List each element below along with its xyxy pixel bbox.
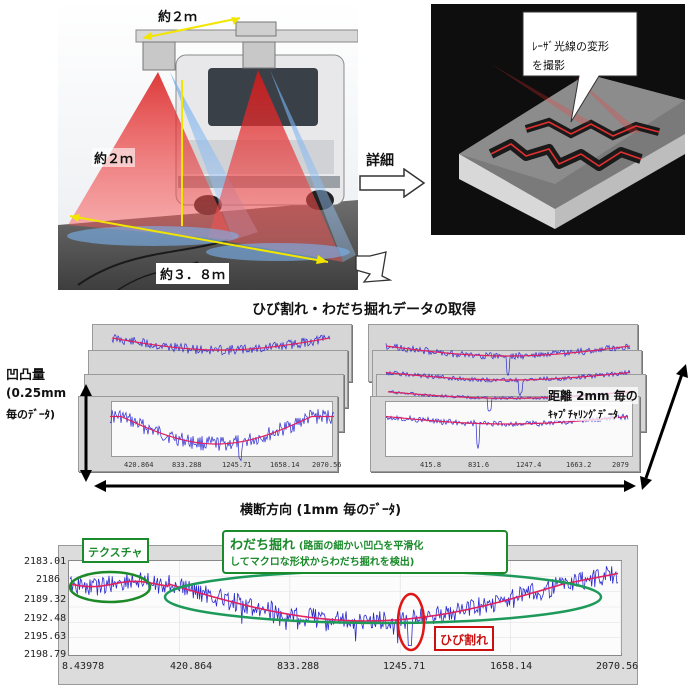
rut-label-line1: わだち掘れ (路面の細かい凹凸を平滑化 xyxy=(230,534,500,553)
right-tick-5: 2079 xyxy=(612,461,629,469)
crack-label: ひび割れ xyxy=(434,626,495,651)
rut-label-line2: してマクロな形状からわだち掘れを検出) xyxy=(230,557,415,568)
y-tick-5: 2195.63 xyxy=(24,631,67,642)
x-tick-3: 833.288 xyxy=(277,661,320,672)
rut-oval xyxy=(163,569,603,625)
texture-label-text: テクスチャ xyxy=(88,546,143,559)
main-raw-trace xyxy=(69,566,619,646)
x-tick-5: 1658.14 xyxy=(490,661,533,672)
rut-label: わだち掘れ (路面の細かい凹凸を平滑化 してマクロな形状からわだち掘れを検出) xyxy=(222,530,508,574)
texture-label: テクスチャ xyxy=(82,538,149,563)
callout-text-line2: を撮影 xyxy=(532,59,565,72)
horizontal-arrow-icon xyxy=(94,480,636,492)
rut-label-rest: (路面の細かい凹凸を平滑化 xyxy=(298,541,424,552)
rut-label-bold: わだち掘れ xyxy=(230,538,296,553)
left-label-1: 凹凸量 xyxy=(6,368,46,383)
bottom-direction-label: 横断方向 (1mm 毎のﾃﾞｰﾀ) xyxy=(240,503,402,518)
down-arrow-icon xyxy=(352,250,396,288)
x-tick-6: 2070.56 xyxy=(596,661,639,672)
detail-arrow-icon xyxy=(358,167,428,202)
height-label: 約２ｍ xyxy=(92,148,136,167)
x-tick-4: 1245.71 xyxy=(383,661,426,672)
main-smooth-trace xyxy=(69,572,619,622)
span-label: 約３．８ｍ xyxy=(156,263,230,284)
right-label-1: 距離 2mm 毎の xyxy=(548,387,638,404)
y-tick-3: 2189.32 xyxy=(24,594,67,605)
y-tick-4: 2192.48 xyxy=(24,613,67,624)
right-back2-smooth-trace xyxy=(385,371,631,381)
left-front-smooth-trace xyxy=(110,415,334,445)
right-label-2: ｷｬﾌﾟﾁｬﾘﾝｸﾞﾃﾞｰﾀ xyxy=(548,406,618,421)
right-tick-2: 831.6 xyxy=(468,461,490,469)
left-label-3: 毎のﾃﾞｰﾀ) xyxy=(6,408,56,421)
left-back3-raw-trace xyxy=(111,333,331,356)
laser-detail-image xyxy=(431,4,685,235)
left-back3-smooth-trace xyxy=(111,337,331,351)
left-tick-1: 420.864 xyxy=(124,461,154,469)
left-panel-front xyxy=(78,396,338,472)
right-tick-3: 1247.4 xyxy=(516,461,542,469)
crack-oval xyxy=(396,592,426,652)
vertical-arrow-icon xyxy=(80,384,92,482)
x-tick-2: 420.864 xyxy=(170,661,213,672)
y-tick-2: 2186 xyxy=(36,574,61,585)
left-tick-2: 833.288 xyxy=(172,461,202,469)
diagonal-arrow-icon xyxy=(640,364,688,490)
callout-text-line1: ﾚｰｻﾞ光線の変形 xyxy=(532,40,609,53)
right-tick-1: 415.8 xyxy=(420,461,442,469)
left-tick-4: 1658.14 xyxy=(270,461,300,469)
middle-title: ひび割れ・わだち掘れデータの取得 xyxy=(252,302,476,318)
vehicle-illustration xyxy=(58,0,359,291)
right-back3-raw-trace xyxy=(385,343,631,377)
x-tick-1: 8.43978 xyxy=(62,661,105,672)
left-tick-3: 1245.71 xyxy=(222,461,252,469)
right-back3-smooth-trace xyxy=(385,345,631,357)
left-label-2: (0.25mm xyxy=(6,386,67,400)
crack-label-text: ひび割れ xyxy=(440,633,489,647)
right-back2-raw-trace xyxy=(385,369,631,397)
right-tick-4: 1663.2 xyxy=(566,461,592,469)
width-label: 約２ｍ xyxy=(158,10,198,25)
texture-oval xyxy=(68,570,152,604)
y-tick-6: 2198.79 xyxy=(24,649,67,660)
left-front-raw-trace xyxy=(109,409,335,462)
right-panel-front xyxy=(370,396,640,472)
y-tick-1: 2183.01 xyxy=(24,556,67,567)
detail-label: 詳細 xyxy=(366,153,394,169)
left-tick-5: 2070.56 xyxy=(312,461,342,469)
